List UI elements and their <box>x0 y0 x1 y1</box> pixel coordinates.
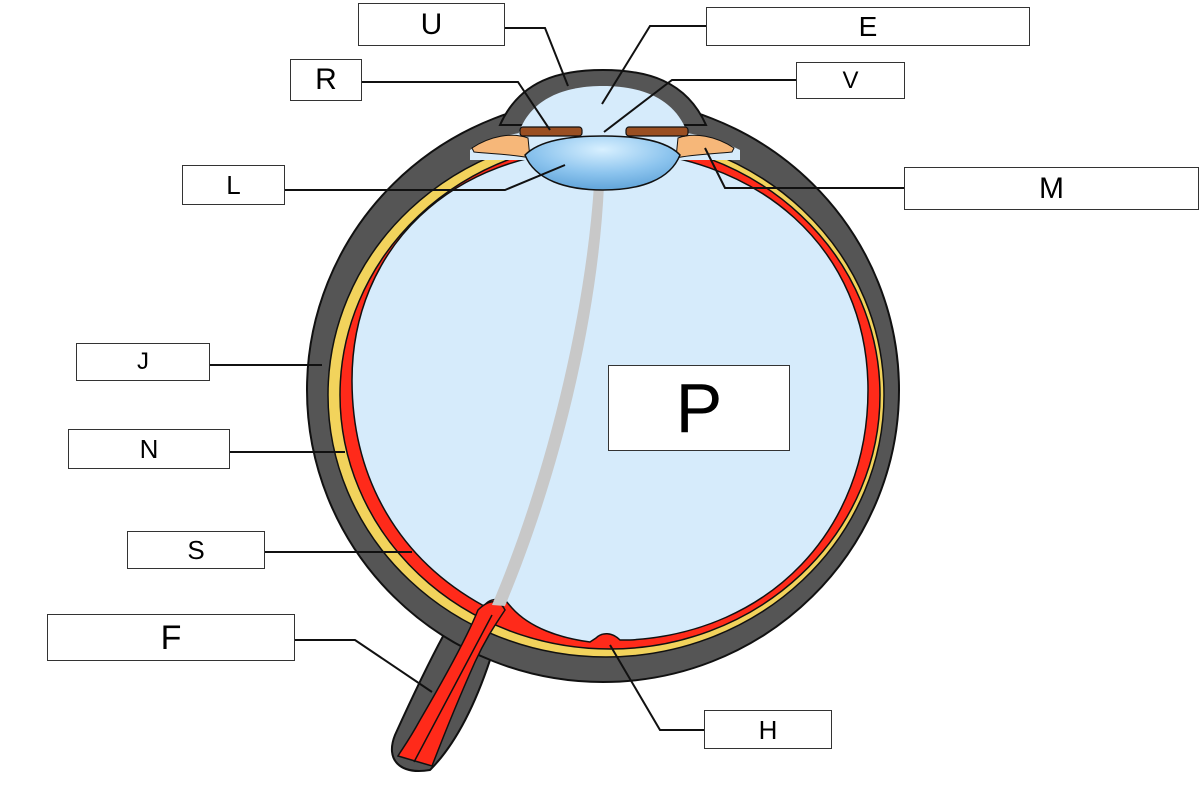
label-m: M <box>904 167 1199 210</box>
label-r: R <box>290 59 362 101</box>
leader-lines <box>210 25 904 731</box>
iris-left <box>519 126 583 137</box>
leader-line-u <box>505 27 569 87</box>
leader-line-f <box>295 639 433 693</box>
label-s: S <box>127 531 265 569</box>
lens <box>524 135 681 191</box>
iris-right <box>625 126 689 137</box>
label-n: N <box>68 429 230 469</box>
hyaloid-canal <box>492 185 604 606</box>
leader-line-h <box>609 644 704 731</box>
label-u: U <box>358 3 505 46</box>
optic-nerve-center-line <box>413 614 493 763</box>
label-j: J <box>76 343 210 381</box>
optic-nerve <box>396 601 506 767</box>
leader-line-e <box>601 25 706 105</box>
label-e: E <box>706 7 1030 46</box>
label-f: F <box>47 614 295 661</box>
leader-line-v <box>603 79 796 133</box>
label-v: V <box>796 62 905 99</box>
label-h: H <box>704 710 832 749</box>
leader-line-r <box>362 81 551 131</box>
label-p: P <box>608 365 790 451</box>
label-l: L <box>182 165 285 205</box>
leader-line-l <box>285 164 566 191</box>
anterior-chamber <box>518 86 688 135</box>
leader-line-m <box>704 147 904 189</box>
